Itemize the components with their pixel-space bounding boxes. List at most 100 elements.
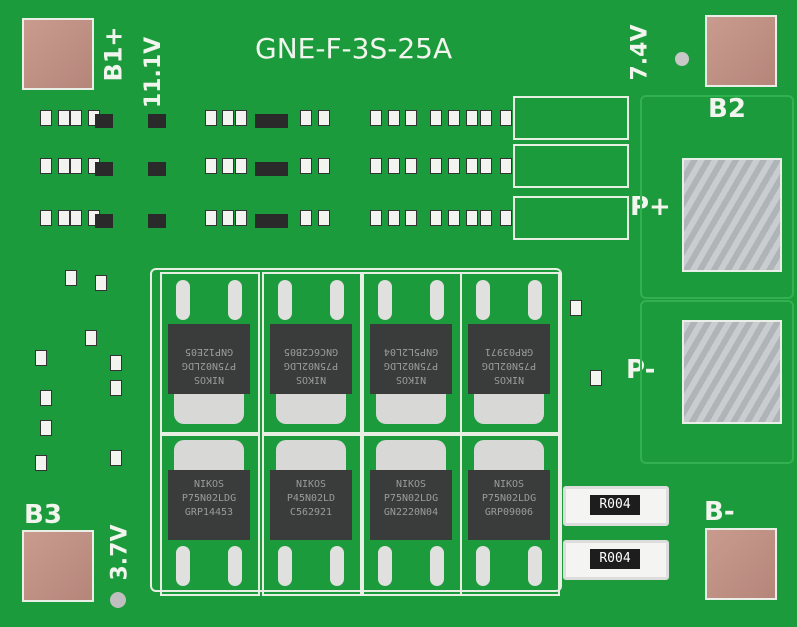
smd-component xyxy=(300,110,312,126)
smd-component xyxy=(500,210,512,226)
pad-p-plus xyxy=(682,158,782,272)
smd-component xyxy=(405,110,417,126)
mosfet-tab xyxy=(174,440,244,470)
smd-component xyxy=(430,110,442,126)
mosfet-lead xyxy=(228,280,242,320)
smd-component xyxy=(300,158,312,174)
smd-component xyxy=(370,110,382,126)
smd-component xyxy=(58,158,70,174)
mosfet-body: NIKOS P75N02LDG GNC6C2B05 xyxy=(270,324,352,394)
mosfet: NIKOS P75N02LDG GNC6C2B05 xyxy=(262,272,362,436)
mosfet-tab xyxy=(474,394,544,424)
smd-component xyxy=(205,158,217,174)
smd-component xyxy=(480,110,492,126)
mosfet-part: P75N02LDG xyxy=(481,493,537,504)
smd-component xyxy=(35,350,47,366)
mosfet-part: P75N02LDG xyxy=(283,360,339,371)
smd-component xyxy=(590,370,602,386)
pad-p-minus xyxy=(682,320,782,424)
smd-component xyxy=(58,110,70,126)
smd-component xyxy=(370,158,382,174)
label-3v7: 3.7V xyxy=(107,524,133,581)
smd-component xyxy=(110,450,122,466)
label-b1: B1+ xyxy=(99,26,128,82)
pad-b2 xyxy=(705,15,777,87)
label-b-minus: B- xyxy=(704,497,735,527)
mosfet-brand: NIKOS xyxy=(295,479,327,490)
smd-component xyxy=(40,390,52,406)
ic-chip xyxy=(255,214,273,228)
smd-component xyxy=(388,110,400,126)
smd-component xyxy=(58,210,70,226)
ic-chip xyxy=(95,214,113,228)
mosfet-part: P45N02LD xyxy=(286,493,336,504)
smd-component xyxy=(388,210,400,226)
pcb-trace xyxy=(640,95,794,299)
mosfet-lead xyxy=(378,280,392,320)
mosfet-lead xyxy=(430,546,444,586)
mosfet-tab xyxy=(276,440,346,470)
pad-b-minus xyxy=(705,528,777,600)
smd-component xyxy=(480,158,492,174)
label-b2: B2 xyxy=(708,94,746,124)
mosfet-tab xyxy=(376,394,446,424)
component-outline xyxy=(513,144,629,188)
ic-chip xyxy=(255,114,273,128)
smd-component xyxy=(318,158,330,174)
smd-component xyxy=(318,110,330,126)
smd-component xyxy=(40,420,52,436)
smd-component xyxy=(205,110,217,126)
smd-component xyxy=(110,355,122,371)
smd-component xyxy=(40,110,52,126)
ic-chip xyxy=(270,114,288,128)
smd-component xyxy=(466,158,478,174)
smd-component xyxy=(40,210,52,226)
mosfet-code: GRP14453 xyxy=(184,507,234,518)
smd-component xyxy=(70,158,82,174)
mounting-hole xyxy=(675,52,689,66)
mosfet-lead xyxy=(378,546,392,586)
smd-component xyxy=(235,110,247,126)
shunt-resistor: R004 xyxy=(563,486,669,526)
smd-component xyxy=(448,210,460,226)
mosfet-brand: NIKOS xyxy=(193,479,225,490)
ic-chip xyxy=(95,162,113,176)
ic-chip xyxy=(270,162,288,176)
smd-component xyxy=(65,270,77,286)
smd-component xyxy=(448,110,460,126)
mosfet-code: GNP12E05 xyxy=(184,346,234,357)
smd-component xyxy=(388,158,400,174)
smd-component xyxy=(430,210,442,226)
mosfet-lead xyxy=(176,546,190,586)
label-p-plus: P+ xyxy=(630,192,671,222)
label-b3: B3 xyxy=(24,500,62,530)
mosfet-code: GRP09006 xyxy=(484,507,534,518)
mosfet-part: P75N02LDG xyxy=(181,360,237,371)
smd-component xyxy=(370,210,382,226)
smd-component xyxy=(35,455,47,471)
pcb-trace xyxy=(150,268,562,592)
mosfet-part: P75N02LDG xyxy=(383,493,439,504)
mosfet-brand: NIKOS xyxy=(295,374,327,385)
mosfet-code: GRP03971 xyxy=(484,346,534,357)
mosfet-tab xyxy=(376,440,446,470)
pcb-trace xyxy=(640,300,794,464)
smd-component xyxy=(500,158,512,174)
mosfet-lead xyxy=(228,546,242,586)
smd-component xyxy=(235,158,247,174)
smd-component xyxy=(430,158,442,174)
ic-chip xyxy=(148,214,166,228)
smd-component xyxy=(85,330,97,346)
ic-chip xyxy=(95,114,113,128)
mosfet-code: GNC6C2B05 xyxy=(283,346,339,357)
mosfet-tab xyxy=(276,394,346,424)
smd-component xyxy=(318,210,330,226)
